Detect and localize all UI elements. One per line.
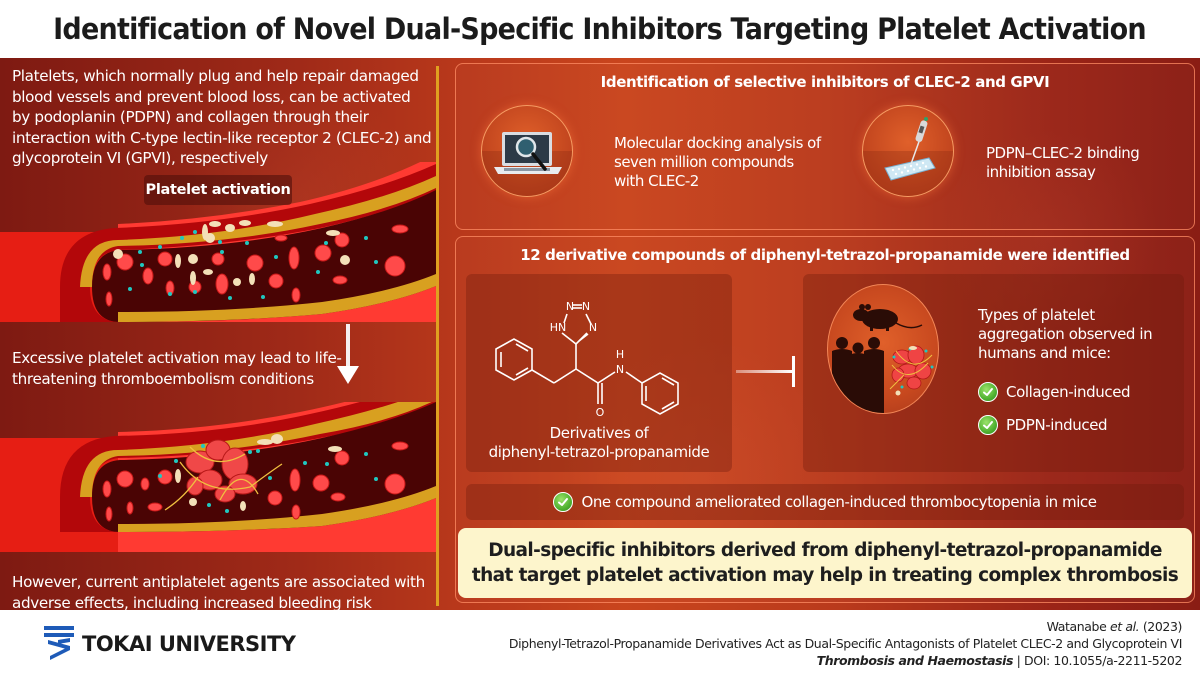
activator-particles <box>158 444 378 513</box>
down-arrow-icon <box>337 324 359 384</box>
laptop-magnifier-icon <box>481 105 573 197</box>
activator-particles <box>128 230 378 300</box>
citation-journal: Thrombosis and Haemostasis <box>816 653 1014 668</box>
atom-label-o: O <box>596 406 605 419</box>
clot-fibrin <box>889 350 933 390</box>
clot-cluster <box>891 345 932 390</box>
citation-paper-title: Diphenyl-Tetrazol-Propanamide Derivative… <box>508 636 1183 651</box>
chemical-structure-diagram: N N HN N H N O <box>495 300 679 419</box>
infographic-body: Platelets, which normally plug and help … <box>0 58 1200 610</box>
check-item-pdpn: PDPN-induced <box>978 415 1108 435</box>
platelet-activation-badge: Platelet activation <box>144 175 292 205</box>
aggregation-card: Types of platelet aggregation observed i… <box>803 274 1184 472</box>
check-circle-icon <box>553 492 574 512</box>
derivatives-heading: 12 derivative compounds of diphenyl-tetr… <box>520 246 1130 264</box>
logo-text: TOKAI UNIVERSITY <box>82 632 296 656</box>
footer: TOKAI UNIVERSITY Watanabe et al. (2023) … <box>0 610 1200 675</box>
citation-doi: | DOI: 10.1055/a-2211-5202 <box>1016 653 1183 668</box>
citation: Watanabe et al. (2023) Diphenyl-Tetrazol… <box>508 618 1183 669</box>
docking-step-text: Molecular docking analysis of seven mill… <box>614 134 821 190</box>
human-silhouettes <box>832 337 884 413</box>
conclusion-line2: that target platelet activation may help… <box>471 565 1179 586</box>
atom-label-n3: N <box>589 321 597 334</box>
citation-journal-line: Thrombosis and Haemostasis | DOI: 10.105… <box>509 652 1183 669</box>
citation-author-line: Watanabe et al. (2023) <box>509 618 1183 635</box>
check-item-label: Collagen-induced <box>1006 383 1131 401</box>
humans-mice-thrombus-icon <box>827 284 939 414</box>
check-item-label: PDPN-induced <box>1006 416 1108 434</box>
blood-vessel-clot-illustration <box>0 402 436 552</box>
conclusion-box: Dual-specific inhibitors derived from di… <box>458 528 1192 598</box>
atom-label-hn: HN <box>550 321 567 334</box>
intro-text: Platelets, which normally plug and help … <box>12 67 432 167</box>
mouse-silhouette <box>853 304 923 331</box>
platelets <box>113 220 350 286</box>
chemical-caption-line1: Derivatives of <box>549 424 649 442</box>
red-blood-cells <box>102 441 409 522</box>
pipette-plate-icon <box>862 105 954 197</box>
blood-clot <box>185 439 258 503</box>
chemical-caption: Derivatives of diphenyl-tetrazol-propana… <box>466 424 732 462</box>
fibrin-strands <box>164 446 283 511</box>
citation-year: (2023) <box>1142 619 1183 634</box>
check-circle-icon <box>978 415 998 435</box>
excessive-activation-text: Excessive platelet activation may lead t… <box>12 349 342 388</box>
left-column: Platelets, which normally plug and help … <box>0 58 440 610</box>
platelets <box>175 434 342 511</box>
atom-label-h: H <box>616 348 624 361</box>
result-card: One compound ameliorated collagen-induce… <box>466 484 1184 520</box>
conclusion-line1: Dual-specific inhibitors derived from di… <box>488 540 1162 561</box>
inhibition-arrow-icon <box>736 356 795 387</box>
check-circle-icon <box>978 382 998 402</box>
atom-label-n4: N <box>616 363 624 376</box>
check-item-collagen: Collagen-induced <box>978 382 1131 402</box>
aggregation-heading: Types of platelet aggregation observed i… <box>978 306 1153 362</box>
tokai-university-logo: TOKAI UNIVERSITY <box>44 626 296 662</box>
atom-label-n2: N <box>582 300 590 313</box>
citation-et-al: et al. <box>1109 619 1140 634</box>
binding-assay-text: PDPN–CLEC-2 binding inhibition assay <box>986 144 1140 181</box>
adverse-effects-text: However, current antiplatelet agents are… <box>12 573 425 610</box>
page-title: Identification of Novel Dual-Specific In… <box>53 12 1148 46</box>
screening-panel: Identification of selective inhibitors o… <box>455 63 1195 230</box>
derivatives-panel: 12 derivative compounds of diphenyl-tetr… <box>455 236 1195 603</box>
column-divider <box>436 66 439 606</box>
atom-label-n1: N <box>566 300 574 313</box>
blood-vessel-illustration <box>0 162 436 322</box>
result-text: One compound ameliorated collagen-induce… <box>581 493 1097 511</box>
citation-author: Watanabe <box>1046 619 1107 634</box>
chemical-structure-card: N N HN N H N O Derivatives of diphenyl-t… <box>466 274 732 472</box>
result-row: One compound ameliorated collagen-induce… <box>466 484 1184 520</box>
chemical-caption-line2: diphenyl-tetrazol-propanamide <box>488 443 710 461</box>
screening-heading: Identification of selective inhibitors o… <box>600 73 1050 91</box>
tokai-logo-mark-icon <box>44 626 74 660</box>
title-bar: Identification of Novel Dual-Specific In… <box>0 0 1200 58</box>
